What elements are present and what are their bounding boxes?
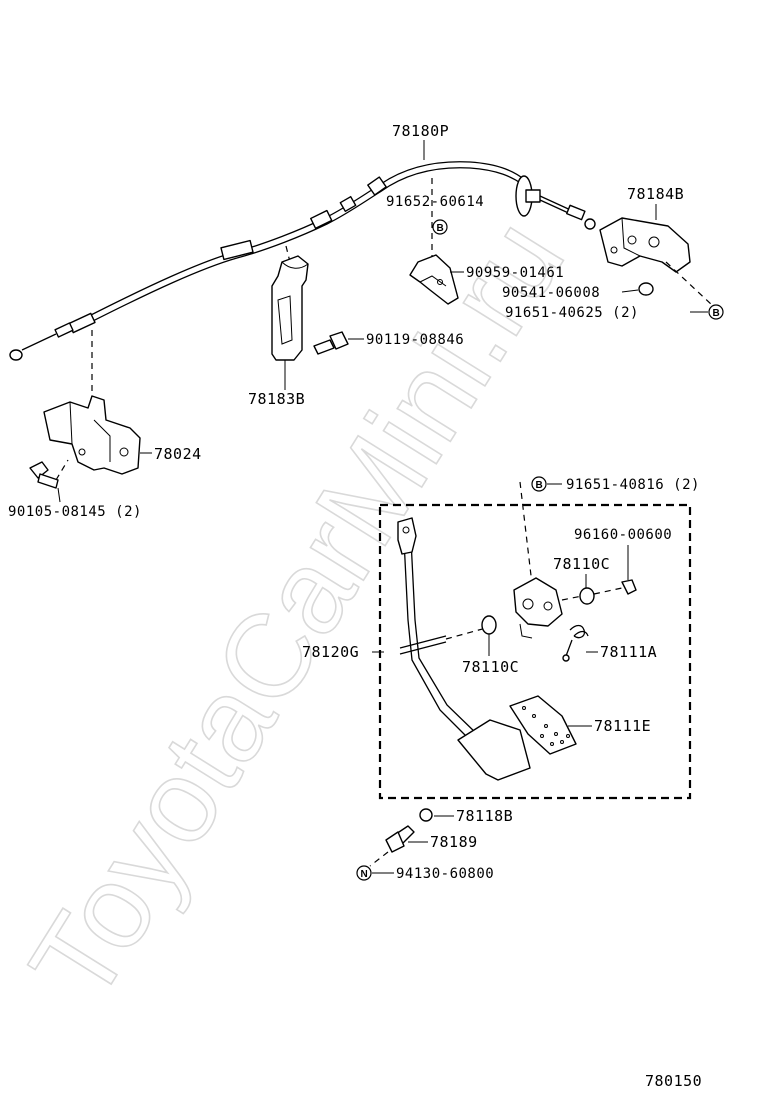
grommet-90541 <box>638 282 654 296</box>
bracket-78184B <box>599 217 691 273</box>
label-78180P: 78180P <box>392 122 449 140</box>
bolt-78189 <box>385 825 415 853</box>
label-96160-00600: 96160-00600 <box>574 527 672 543</box>
label-78111A: 78111A <box>600 643 657 661</box>
badge-b-3-text: B <box>536 480 543 491</box>
label-91651-40816: 91651-40816 (2) <box>566 477 700 493</box>
label-78189: 78189 <box>430 833 478 851</box>
stopper-78118B <box>419 808 433 822</box>
label-90105-08145: 90105-08145 (2) <box>8 504 142 520</box>
badge-b-2 <box>708 304 724 320</box>
badge-n-1-text: N <box>361 869 368 880</box>
label-90541-06008: 90541-06008 <box>502 285 600 301</box>
bushing-78110C-upper <box>579 587 595 605</box>
badge-b-1 <box>432 219 448 235</box>
label-90119-08846: 90119-08846 <box>366 332 464 348</box>
badge-b-2-text: B <box>713 308 720 319</box>
label-78110C-lower: 78110C <box>462 658 519 676</box>
label-94130-60800: 94130-60800 <box>396 866 494 882</box>
badge-n-1 <box>356 865 372 881</box>
label-78120G: 78120G <box>302 643 359 661</box>
diagram-number: 780150 <box>645 1072 702 1090</box>
pedal-bracket <box>513 577 563 639</box>
bolt-90105 <box>29 461 59 489</box>
label-91651-40625: 91651-40625 (2) <box>505 305 639 321</box>
label-91652-60614: 91652-60614 <box>386 194 484 210</box>
clip-96160 <box>621 579 637 595</box>
bolt-90119 <box>313 331 349 355</box>
label-78111E: 78111E <box>594 717 651 735</box>
pedal-pad-78111E <box>509 695 577 755</box>
label-78183B: 78183B <box>248 390 305 408</box>
bracket-78024 <box>43 395 141 475</box>
clip-bracket <box>409 254 459 305</box>
bushing-78110C-lower <box>481 615 497 635</box>
label-78184B: 78184B <box>627 185 684 203</box>
label-78024: 78024 <box>154 445 202 463</box>
pedal-arm <box>397 517 531 781</box>
label-78118B: 78118B <box>456 807 513 825</box>
badge-b-3 <box>531 476 547 492</box>
label-78110C-upper: 78110C <box>553 555 610 573</box>
badge-b-1-text: B <box>437 223 444 234</box>
accelerator-cable <box>9 161 596 361</box>
label-90959-01461: 90959-01461 <box>466 265 564 281</box>
holder-78183B <box>271 255 309 361</box>
spring-78111A <box>562 624 589 662</box>
